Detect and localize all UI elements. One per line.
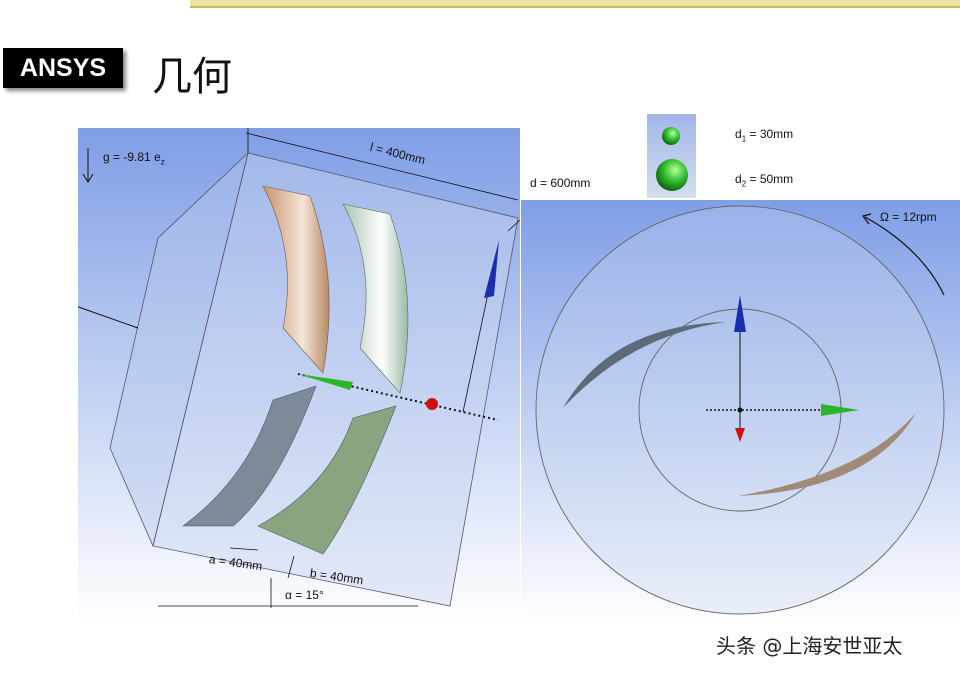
drum-side-view xyxy=(78,128,520,623)
blade-copper-upper xyxy=(262,185,330,374)
alpha-label: α = 15° xyxy=(285,588,324,602)
axis-arrow-green xyxy=(821,404,859,416)
blade-dark-upper xyxy=(563,322,726,408)
rotation-speed-label: Ω = 12rpm xyxy=(880,210,937,224)
axis-arrow-blue xyxy=(734,295,746,332)
axis-arrow-red xyxy=(735,428,745,442)
blade-copper-lower xyxy=(738,413,916,496)
d2-label: d2 = 50mm xyxy=(735,172,794,189)
particle-small xyxy=(662,127,680,145)
gravity-label: g = -9.81 ez xyxy=(103,150,165,167)
particle-large xyxy=(656,159,688,191)
d1-label: d1 = 30mm xyxy=(735,127,794,144)
axis-arrow-green xyxy=(298,374,353,390)
diameter-label: d = 600mm xyxy=(530,176,591,190)
watermark: 头条 @上海安世亚太 xyxy=(716,634,903,658)
blade-mint-upper xyxy=(342,203,409,394)
blade-grey-lower xyxy=(182,385,317,527)
particle-legend xyxy=(647,114,696,198)
page-title: 几何 xyxy=(152,54,232,100)
axis-arrow-blue xyxy=(484,240,499,298)
drum-front-view xyxy=(521,200,960,623)
ansys-logo: ANSYS xyxy=(3,48,123,88)
axis-marker-red xyxy=(426,398,438,410)
header-accent-bar xyxy=(190,0,960,8)
blade-green-lower xyxy=(257,405,397,555)
